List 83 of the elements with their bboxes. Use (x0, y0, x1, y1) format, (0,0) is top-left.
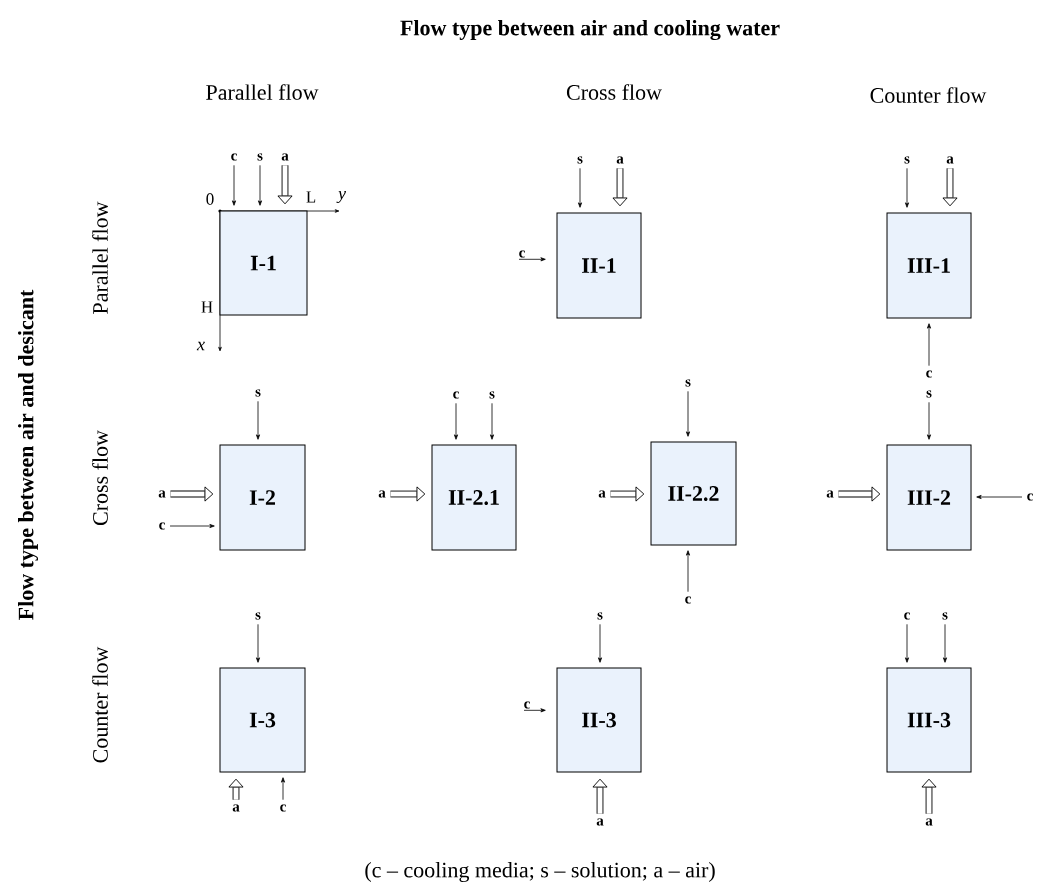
axis-label: y (336, 190, 346, 204)
exchanger-box: II-2.2 (650, 441, 737, 546)
flow-letter: c (453, 391, 459, 399)
exchanger-box: III-2 (886, 444, 972, 551)
row-heading: Counter flow (92, 646, 108, 763)
flow-letter: c (926, 370, 932, 378)
arrow (927, 401, 932, 440)
column-heading: Parallel flow (206, 84, 319, 100)
row-heading: Cross flow (92, 430, 108, 526)
title: Flow type between air and cooling water (400, 19, 780, 41)
flow-letter: a (946, 156, 954, 164)
exchanger-box: I-1 (219, 210, 308, 316)
flow-letter: c (685, 596, 691, 604)
flow-letter: a (232, 804, 240, 812)
flow-letter: s (942, 612, 948, 620)
arrow (258, 164, 262, 206)
flow-letter: s (577, 156, 583, 164)
arrow (523, 708, 546, 713)
arrow (256, 623, 260, 663)
arrow (905, 623, 910, 663)
flow-letter: s (597, 612, 603, 620)
arrow (686, 550, 690, 593)
flow-letter: s (489, 391, 495, 399)
row-heading: Parallel flow (92, 201, 108, 314)
flow-letter: a (925, 818, 933, 826)
arrow (256, 400, 260, 440)
arrow (927, 323, 932, 367)
arrow (943, 623, 947, 663)
exchanger-box: II-1 (556, 212, 642, 319)
hollow-arrow (610, 486, 645, 502)
flow-letter: c (904, 612, 910, 620)
hollow-arrow (390, 486, 426, 502)
hollow-arrow (942, 168, 958, 207)
flow-letter: c (519, 250, 525, 258)
arrow (232, 164, 236, 206)
flow-letter: s (255, 612, 261, 620)
exchanger-box: I-3 (219, 667, 306, 773)
flow-letter: a (158, 490, 166, 498)
arrow (686, 390, 690, 437)
flow-letter: a (281, 153, 289, 161)
exchanger-box: III-1 (886, 212, 972, 319)
caption: (c – cooling media; s – solution; a – air) (365, 862, 715, 882)
hollow-arrow (921, 778, 937, 814)
column-heading: Counter flow (870, 87, 987, 103)
arrow (454, 402, 458, 440)
flow-letter: a (826, 490, 834, 498)
flow-letter: c (159, 522, 165, 530)
flow-letter: c (524, 701, 530, 709)
flow-letter: s (904, 156, 910, 164)
flow-letter: a (616, 156, 624, 164)
flow-letter: a (596, 818, 604, 826)
arrow (578, 167, 582, 208)
axis-label: 0 (206, 193, 214, 205)
row-heading: Flow type between air and desicant (18, 289, 38, 620)
arrow (169, 524, 215, 528)
arrow (518, 257, 546, 262)
hollow-arrow (612, 168, 628, 207)
exchanger-box: III-3 (886, 667, 972, 773)
arrow (490, 402, 494, 440)
flow-letter: s (685, 379, 691, 387)
exchanger-box: I-2 (219, 444, 306, 551)
flow-letter: c (231, 153, 237, 161)
flow-letter: a (598, 490, 606, 498)
column-heading: Cross flow (566, 84, 662, 100)
flow-letter: s (926, 390, 932, 398)
arrow (976, 495, 1023, 499)
arrow (281, 777, 285, 801)
arrow (905, 167, 910, 208)
hollow-arrow (277, 165, 293, 205)
hollow-arrow (170, 486, 214, 502)
exchanger-box: II-2.1 (431, 444, 517, 551)
hollow-arrow (228, 778, 244, 800)
axis-label: x (196, 341, 205, 351)
arrow (598, 623, 602, 663)
flow-letter: c (280, 804, 286, 812)
flow-letter: s (257, 153, 263, 161)
flow-letter: a (378, 490, 386, 498)
axis-label: L (306, 191, 316, 203)
flow-letter: s (255, 389, 261, 397)
exchanger-box: II-3 (556, 667, 642, 773)
hollow-arrow (592, 778, 608, 814)
flow-letter: c (1027, 493, 1033, 501)
hollow-arrow (838, 486, 881, 502)
